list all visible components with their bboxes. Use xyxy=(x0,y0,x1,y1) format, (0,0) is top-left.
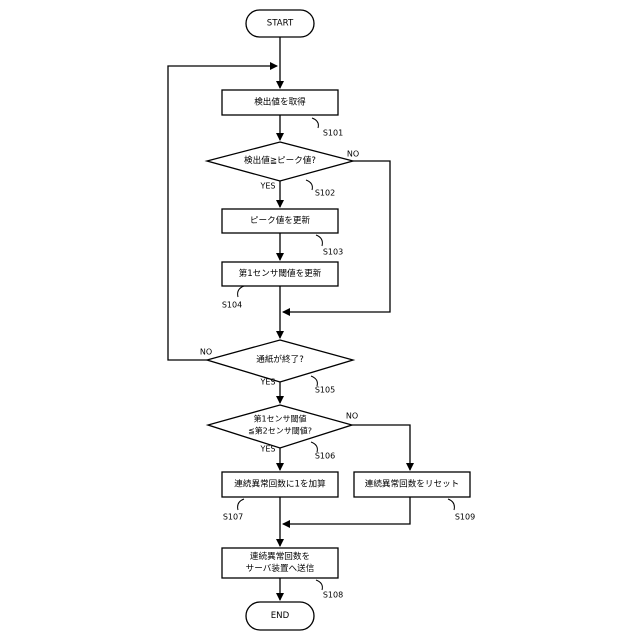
step-s108: 連続異常回数を サーバ装置へ送信 S108 xyxy=(222,548,343,600)
end-terminal: END xyxy=(246,602,314,630)
s106-tag: S106 xyxy=(315,452,335,461)
s105-leader xyxy=(311,376,317,386)
s107-leader xyxy=(238,499,244,510)
s105-label: 通紙が終了? xyxy=(256,353,304,365)
start-label: START xyxy=(267,19,294,29)
s108-tag: S108 xyxy=(323,591,343,600)
s105-no-label: NO xyxy=(200,348,212,357)
s101-tag: S101 xyxy=(323,129,343,138)
s103-leader xyxy=(316,235,322,246)
decision-s102: 検出値≧ピーク値? YES NO S102 xyxy=(207,142,359,198)
connectors xyxy=(168,37,410,600)
end-label: END xyxy=(271,611,290,621)
step-s109: 連続異常回数をリセット S109 xyxy=(354,472,475,522)
s103-tag: S103 xyxy=(323,248,343,257)
s106-label-line2: ≦第2センサ閾値? xyxy=(248,426,312,436)
s106-no-label: NO xyxy=(346,412,358,421)
s102-yes-label: YES xyxy=(259,182,275,191)
decision-s105: 通紙が終了? YES NO S105 xyxy=(200,340,353,395)
s101-label: 検出値を取得 xyxy=(254,96,306,108)
s104-tag: S104 xyxy=(222,301,242,310)
s104-label: 第1センサ閾値を更新 xyxy=(239,267,322,279)
decision-s106: 第1センサ閾値 ≦第2センサ閾値? YES NO S106 xyxy=(208,405,358,461)
s107-tag: S107 xyxy=(223,513,243,522)
s105-yes-label: YES xyxy=(259,378,275,387)
s101-leader xyxy=(312,118,318,128)
s109-tag: S109 xyxy=(455,513,475,522)
s106-yes-label: YES xyxy=(259,445,275,454)
s102-leader xyxy=(306,180,312,190)
s106-label-line1: 第1センサ閾値 xyxy=(253,414,306,424)
s105-tag: S105 xyxy=(315,386,335,395)
start-terminal: START xyxy=(246,10,314,37)
s103-label: ピーク値を更新 xyxy=(250,214,311,226)
step-s101: 検出値を取得 S101 xyxy=(222,90,343,138)
arrow-s106-no xyxy=(352,425,410,470)
s102-tag: S102 xyxy=(315,189,335,198)
s104-leader xyxy=(238,286,244,297)
arrow-s102-no xyxy=(283,161,390,312)
s108-label-line1: 連続異常回数を xyxy=(250,550,310,562)
arrow-s109-merge xyxy=(283,497,410,524)
s102-no-label: NO xyxy=(347,150,359,159)
s106-leader xyxy=(311,442,317,452)
s102-label: 検出値≧ピーク値? xyxy=(244,154,316,166)
s108-leader xyxy=(316,580,322,590)
s107-label: 連続異常回数に1を加算 xyxy=(234,478,326,490)
s108-label-line2: サーバ装置へ送信 xyxy=(246,562,315,574)
s109-label: 連続異常回数をリセット xyxy=(365,478,460,490)
s109-leader xyxy=(448,499,454,510)
step-s103: ピーク値を更新 S103 xyxy=(222,209,343,257)
